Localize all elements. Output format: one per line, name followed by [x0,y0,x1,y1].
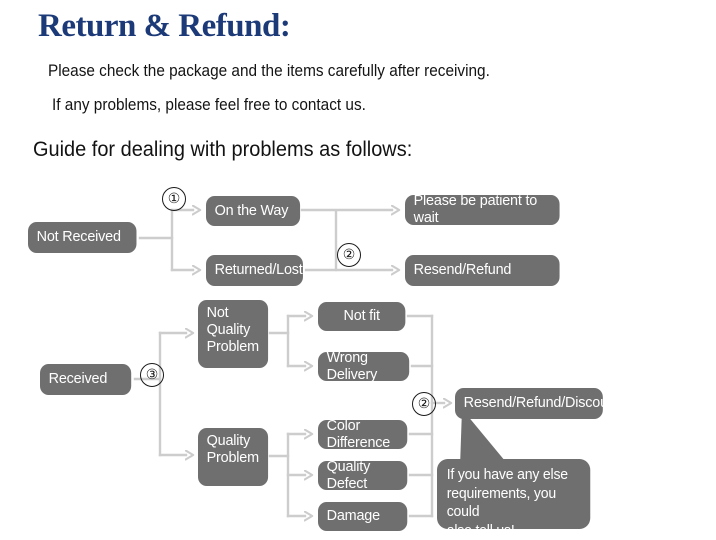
step-marker-3: ③ [140,363,164,387]
node-quality-defect[interactable]: Quality Defect [318,458,408,491]
node-not-received[interactable]: Not Received [28,222,137,253]
node-not-quality-problem[interactable]: Not Quality Problem [198,300,269,368]
callout-pointer [460,409,510,467]
node-returned-lost[interactable]: Returned/Lost [206,255,303,286]
step-marker-2-top: ② [337,243,361,267]
extra-requirements-callout: If you have any else requirements, you c… [437,459,591,539]
page-title: Return & Refund: [38,8,291,44]
node-received[interactable]: Received [40,364,132,395]
node-on-the-way[interactable]: On the Way [206,196,301,226]
node-please-be-patient[interactable]: Please be patient to wait [405,192,560,226]
node-resend-refund-discount[interactable]: Resend/Refund/Discount [455,388,620,419]
step-marker-1: ① [162,187,186,211]
node-quality-problem[interactable]: Quality Problem [198,428,269,486]
instruction-line-1: Please check the package and the items c… [48,62,490,80]
node-wrong-delivery[interactable]: Wrong Delivery [318,349,410,382]
step-marker-2-bottom: ② [412,392,436,416]
guide-subtitle: Guide for dealing with problems as follo… [33,138,413,161]
node-resend-refund[interactable]: Resend/Refund [405,255,560,286]
instruction-line-2: If any problems, please feel free to con… [52,96,366,114]
node-damage[interactable]: Damage [318,502,408,531]
node-not-fit[interactable]: Not fit [318,302,406,331]
node-color-difference[interactable]: Color Difference [318,417,408,450]
